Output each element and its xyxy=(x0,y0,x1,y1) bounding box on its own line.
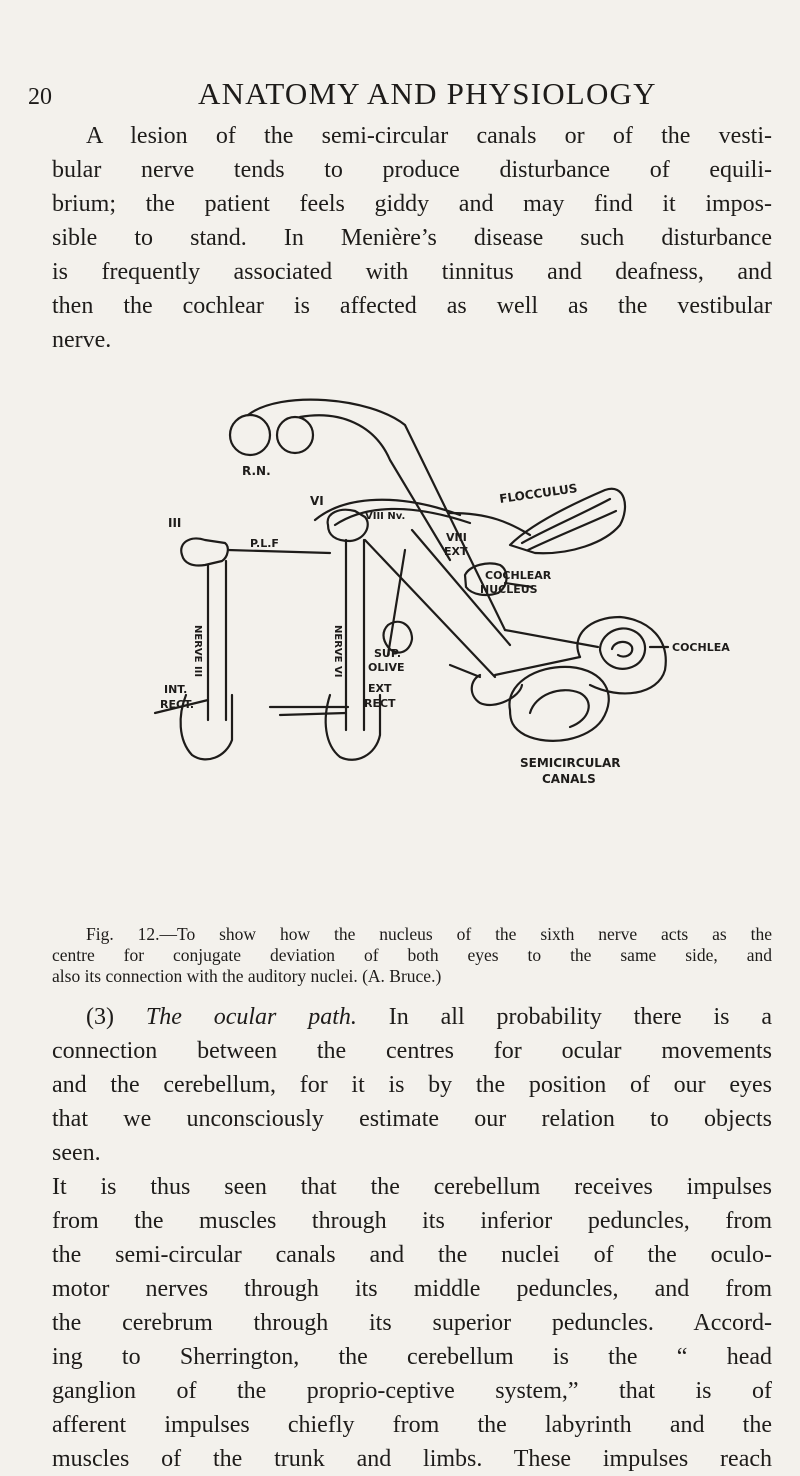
page-header: 20 ANATOMY AND PHYSIOLOGY xyxy=(28,72,800,116)
label-viii-ext: VIII xyxy=(446,531,467,544)
book-page: 20 ANATOMY AND PHYSIOLOGY A lesion of th… xyxy=(28,72,800,1472)
semicircular-canal-loop xyxy=(528,689,590,729)
text-line: muscles of the trunk and limbs. These im… xyxy=(52,1446,772,1472)
paragraph-lesion: A lesion of the semi-circular canals or … xyxy=(52,119,772,357)
cochlear-nucleus-pointer xyxy=(503,581,534,589)
ext-rect-line-mid xyxy=(278,711,348,717)
caption-line: also its connection with the auditory nu… xyxy=(52,966,442,986)
text-line: sible to stand. In Menière’s disease suc… xyxy=(52,225,772,251)
section-first-line: In all probability there is a xyxy=(388,1004,773,1030)
page-number: 20 xyxy=(28,84,52,110)
crossing-fiber xyxy=(363,538,497,679)
label-rect-left: RECT. xyxy=(160,698,194,711)
section-number: (3) xyxy=(86,1004,114,1030)
label-rn: R.N. xyxy=(242,464,271,478)
vestibular-nerve xyxy=(448,663,482,679)
label-ext-top: EXT xyxy=(444,545,468,558)
text-line: seen. xyxy=(52,1140,101,1166)
label-int: INT. xyxy=(164,683,187,696)
caption-line: Fig. 12.—To show how the nucleus of the … xyxy=(86,924,772,944)
figure-caption: Fig. 12.—To show how the nucleus of the … xyxy=(52,924,772,987)
label-cochlear-nucleus-2: NUCLEUS xyxy=(480,583,538,596)
paragraph-ocular-path: (3) The ocular path. In all probability … xyxy=(52,1000,772,1170)
text-line: and the cerebellum, for it is by the pos… xyxy=(52,1072,772,1098)
text-line: motor nerves through its middle peduncle… xyxy=(52,1276,772,1302)
iii-column-bottom xyxy=(179,693,234,761)
label-viii-nv: VIII Nv. xyxy=(365,511,405,522)
text-line: ing to Sherrington, the cerebellum is th… xyxy=(52,1344,772,1370)
inner-arch-path xyxy=(298,414,452,562)
text-line: It is thus seen that the cerebellum rece… xyxy=(52,1174,772,1200)
text-line: then the cochlear is affected as well as… xyxy=(52,293,772,319)
viii-nerve-path xyxy=(333,507,472,527)
text-line: is frequently associated with tinnitus a… xyxy=(52,259,772,285)
flocculus-shape xyxy=(508,487,627,555)
label-olive: OLIVE xyxy=(368,661,404,674)
text-line: brium; the patient feels giddy and may f… xyxy=(52,191,772,217)
label-flocculus: FLOCCULUS xyxy=(498,481,578,506)
crossing-fiber xyxy=(410,528,512,647)
label-rect-mid: RECT xyxy=(364,697,396,710)
left-eye-circle xyxy=(228,413,272,457)
int-rect-line xyxy=(153,698,210,715)
viii-nerve-path xyxy=(448,511,532,537)
text-line: bular nerve tends to produce disturbance… xyxy=(52,157,772,183)
label-canals: CANALS xyxy=(542,772,596,786)
text-line: from the muscles through its inferior pe… xyxy=(52,1208,772,1234)
semicircular-canals-shape xyxy=(508,665,610,742)
text-line: A lesion of the semi-circular canals or … xyxy=(86,123,772,149)
cochlear-nerve xyxy=(493,655,582,677)
plf-line xyxy=(226,548,332,555)
flocculus-fold xyxy=(520,497,612,545)
label-ext-mid: EXT xyxy=(368,682,392,695)
superior-olive-shape xyxy=(382,620,414,654)
label-plf: P.L.F xyxy=(250,537,279,550)
label-cochlea: COCHLEA xyxy=(672,641,730,654)
iii-nucleus-top xyxy=(180,537,229,567)
crossing-fiber xyxy=(386,548,407,657)
text-line: ganglion of the proprio-ceptive system,”… xyxy=(52,1378,772,1404)
label-nucleus-vi: NERVE VI xyxy=(332,625,343,677)
label-cochlear-nucleus-1: COCHLEAR xyxy=(485,569,552,582)
label-semicircular: SEMICIRCULAR xyxy=(520,756,620,770)
nerve-diagram: R.N. III VI P.L.F VIII Nv. VIII EXT FLOC… xyxy=(153,398,730,786)
paragraph-cerebellum: It is thus seen that the cerebellum rece… xyxy=(52,1170,772,1476)
label-iii: III xyxy=(168,516,181,530)
text-line: that we unconsciously estimate our relat… xyxy=(52,1106,772,1132)
flocculus-fold xyxy=(526,509,618,552)
cochlea-shape xyxy=(598,627,647,670)
text-line: afferent impulses chiefly from the labyr… xyxy=(52,1412,772,1438)
upper-arch-path xyxy=(246,398,507,632)
label-nucleus-iii: NERVE III xyxy=(192,625,203,677)
label-sup: SUP. xyxy=(374,647,401,660)
viii-nerve-path xyxy=(313,498,462,522)
text-line: the cerebrum through its superior pedunc… xyxy=(52,1310,772,1336)
vi-column-bottom xyxy=(324,693,382,761)
text-line: the semi-circular canals and the nuclei … xyxy=(52,1242,772,1268)
label-vi: VI xyxy=(310,494,324,508)
cochlea-outline xyxy=(576,615,667,695)
cochlear-nerve xyxy=(503,628,600,649)
figure-12-diagram: R.N. III VI P.L.F VIII Nv. VIII EXT FLOC… xyxy=(150,395,760,915)
text-line: connection between the centres for ocula… xyxy=(52,1038,772,1064)
caption-line: centre for conjugate deviation of both e… xyxy=(52,945,772,965)
right-eye-circle xyxy=(275,415,315,455)
cochlea-spiral xyxy=(610,640,634,658)
text-line-heading: (3) The ocular path. In all probability … xyxy=(52,1000,772,1034)
section-heading: The ocular path. xyxy=(145,1004,357,1030)
text-line: nerve. xyxy=(52,327,112,353)
running-head: ANATOMY AND PHYSIOLOGY xyxy=(198,76,657,111)
vestibular-loop xyxy=(470,673,524,706)
vi-nucleus-top xyxy=(326,508,369,543)
cochlear-nucleus-shape xyxy=(463,562,508,597)
